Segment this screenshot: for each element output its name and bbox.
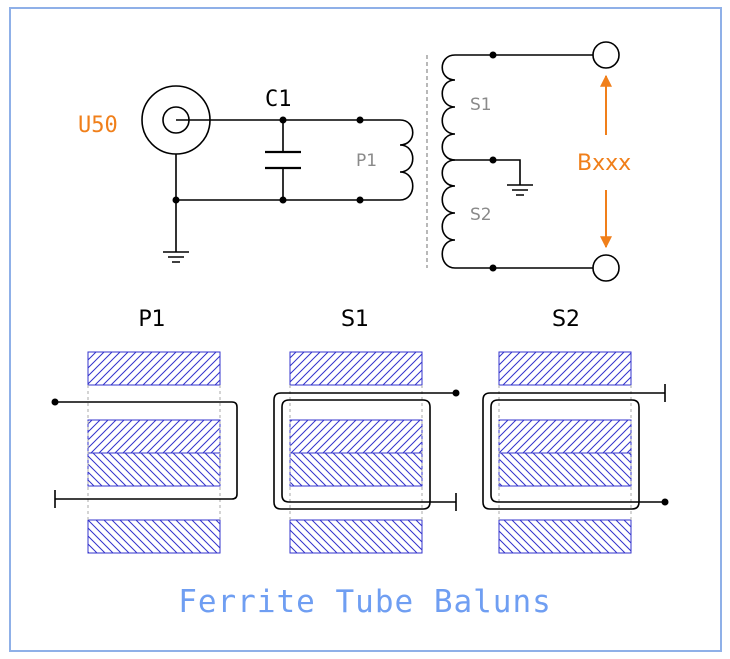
ground-symbol-right-icon (507, 184, 533, 196)
winding-label-p1: P1 (138, 307, 165, 332)
winding-label-s1: S1 (341, 307, 369, 332)
source-label: U50 (78, 113, 118, 138)
winding-label-s2: S2 (552, 307, 580, 332)
secondary-coil-s1 (441, 54, 456, 161)
primary-coil (399, 119, 414, 201)
winding-p1-start-dot (51, 398, 59, 406)
secondary2-label: S2 (470, 205, 492, 225)
secondary1-label: S1 (470, 95, 492, 115)
schematic (141, 41, 620, 282)
winding-s1-start-dot (452, 389, 460, 397)
winding-s1 (273, 392, 457, 511)
ferrite-s1 (289, 351, 423, 554)
winding-s2 (482, 384, 666, 510)
winding-s2-end-dot (661, 498, 669, 506)
diagram-title: Ferrite Tube Baluns (178, 584, 552, 620)
junction-dots (172, 51, 497, 272)
center-tap-wire (455, 159, 521, 185)
capacitor-icon (265, 120, 301, 200)
output-label: Bxxx (577, 151, 631, 176)
ground-symbol-left-icon (163, 251, 189, 263)
output-terminal-bottom (592, 254, 620, 282)
primary-label: P1 (356, 151, 377, 171)
ferrite-p1 (87, 351, 221, 554)
capacitor-label: C1 (265, 87, 292, 112)
ferrite-s2 (498, 351, 632, 554)
winding-p1 (54, 401, 238, 508)
secondary-coil-s2 (441, 159, 456, 269)
output-terminal-top (592, 41, 620, 69)
